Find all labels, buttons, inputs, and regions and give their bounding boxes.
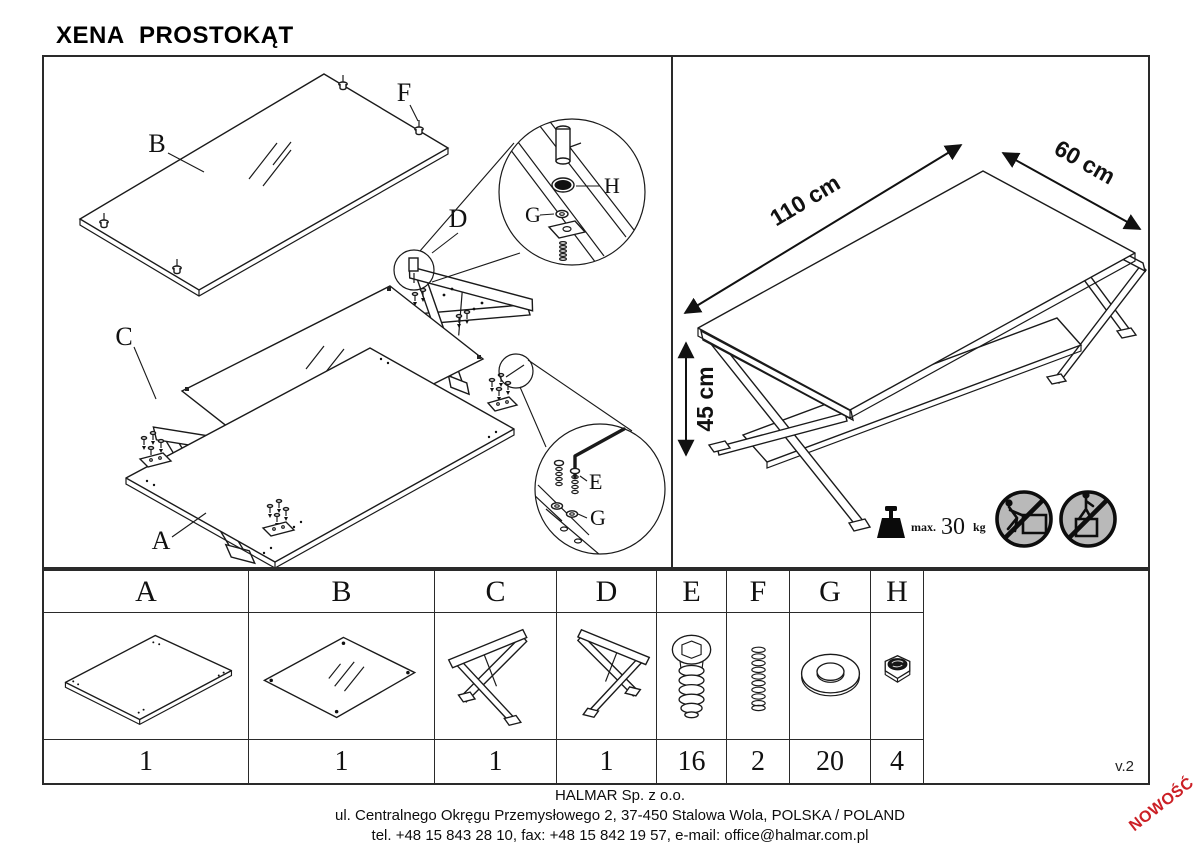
part-image-g <box>790 613 871 740</box>
parts-header-f: F <box>727 571 790 613</box>
footer-address: ul. Centralnego Okręgu Przemysłowego 2, … <box>334 807 905 824</box>
detail-circle-nut-washer <box>498 118 646 266</box>
dimension-length-label: 110 cm <box>765 169 844 231</box>
screw-cluster-right <box>486 372 519 412</box>
part-image-d <box>557 613 657 740</box>
max-load-value: 30 <box>941 514 965 540</box>
part-image-h <box>871 613 924 740</box>
label-f: F <box>397 78 411 107</box>
label-a: A <box>152 526 171 555</box>
part-qty-d: 1 <box>557 740 657 783</box>
glass-panel-icon <box>262 636 416 718</box>
label-h: H <box>604 173 620 198</box>
footer: HALMAR Sp. z o.o. ul. Centralnego Okręgu… <box>40 786 1200 846</box>
table-top <box>697 170 1136 419</box>
version-label: v.2 <box>1115 758 1134 775</box>
screw-cluster-left <box>138 430 173 468</box>
detail-circle-screws <box>534 423 666 555</box>
part-image-c <box>435 613 557 740</box>
weight-icon <box>877 506 905 538</box>
threaded-stud-icon <box>750 646 766 711</box>
screw-cluster-bottom <box>261 498 296 537</box>
part-image-a <box>44 613 249 740</box>
no-pushing-furniture-icon <box>995 490 1053 548</box>
parts-header-g: G <box>790 571 871 613</box>
page-title: XENA PROSTOKĄT <box>56 22 294 49</box>
max-load-prefix: max. <box>911 520 936 534</box>
parts-header-d: D <box>557 571 657 613</box>
diagram-frame: B F D <box>42 55 1150 569</box>
part-image-e <box>657 613 727 740</box>
part-image-f <box>727 613 790 740</box>
part-qty-c: 1 <box>435 740 557 783</box>
part-qty-f: 2 <box>727 740 790 783</box>
no-standing-on-furniture-icon <box>1059 490 1117 548</box>
parts-header-a: A <box>44 571 249 613</box>
parts-header-c: C <box>435 571 557 613</box>
footer-contact: tel. +48 15 843 28 10, fax: +48 15 842 1… <box>371 827 869 844</box>
part-qty-e: 16 <box>657 740 727 783</box>
version-cell: v.2 <box>924 571 1148 783</box>
max-load: max. 30 kg <box>877 506 986 540</box>
part-qty-b: 1 <box>249 740 435 783</box>
label-d: D <box>449 204 468 233</box>
washer-icon <box>800 653 860 696</box>
label-b: B <box>148 129 165 158</box>
assembled-table-drawing: 110 cm 60 cm 45 cm <box>677 135 1147 548</box>
max-load-unit: kg <box>973 520 986 534</box>
screw-e-glyphs <box>553 459 581 495</box>
label-g: G <box>525 202 541 227</box>
part-d-frame <box>365 233 539 404</box>
parts-table: A B C D E F G H <box>42 569 1150 785</box>
label-c: C <box>115 322 132 351</box>
dimension-depth-label: 60 cm <box>1050 135 1120 190</box>
assembled-table <box>697 170 1147 532</box>
callout-circle-d <box>393 249 435 291</box>
footer-company: HALMAR Sp. z o.o. <box>554 787 686 804</box>
parts-header-e: E <box>657 571 727 613</box>
x-frame-right-icon <box>558 614 656 739</box>
label-g-2: G <box>590 505 606 530</box>
allen-bolt-icon <box>671 634 711 718</box>
parts-header-h: H <box>871 571 924 613</box>
part-qty-a: 1 <box>44 740 249 783</box>
part-image-b <box>249 613 435 740</box>
dimension-height-label: 45 cm <box>692 366 718 431</box>
top-panel-icon <box>64 634 232 725</box>
label-e: E <box>589 469 602 494</box>
hex-nut-icon <box>884 654 910 683</box>
x-frame-left-icon <box>447 628 528 726</box>
callout-circle-shelf <box>498 353 534 389</box>
dimensions-panel: 110 cm 60 cm 45 cm <box>673 57 1148 567</box>
exploded-view-drawing: B F D <box>78 73 666 567</box>
part-a-bottom-panel <box>125 347 515 567</box>
part-qty-h: 4 <box>871 740 924 783</box>
parts-header-b: B <box>249 571 435 613</box>
dimension-height: 45 cm <box>677 341 718 457</box>
exploded-view-panel: B F D <box>44 57 673 567</box>
part-b-glass-top <box>78 73 450 297</box>
part-qty-g: 20 <box>790 740 871 783</box>
